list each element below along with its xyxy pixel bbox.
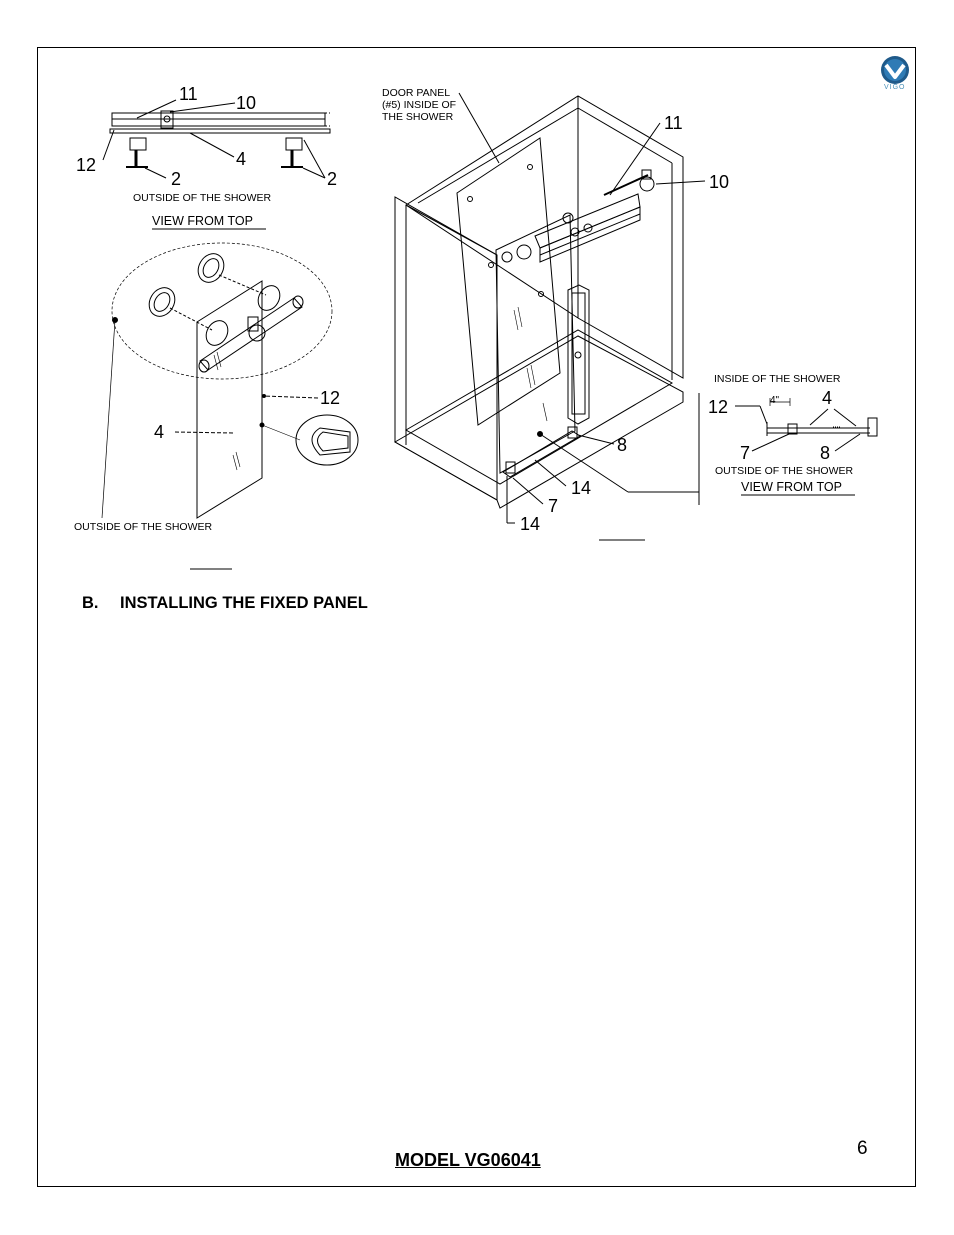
section-letter: B. (82, 594, 99, 612)
top-view-left-drawing (102, 99, 331, 230)
inside-of-shower-label: INSIDE OF THE SHOWER (714, 373, 841, 385)
outside-of-shower-label: OUTSIDE OF THE SHOWER (74, 521, 213, 533)
callout-12: 12 (76, 155, 97, 175)
callout-14: 14 (571, 478, 592, 498)
page-border (37, 47, 916, 1187)
callout-7: 7 (548, 496, 559, 516)
detail-view-drawing (101, 242, 359, 570)
callout-8: 8 (617, 435, 628, 455)
callout-10: 10 (709, 172, 730, 192)
callout-4: 4 (822, 388, 833, 408)
callout-12: 12 (320, 388, 341, 408)
callout-7: 7 (740, 443, 751, 463)
model-number: MODEL VG06041 (395, 1150, 541, 1170)
door-panel-note-line1: DOOR PANEL (382, 87, 451, 99)
callout-11: 11 (179, 84, 198, 104)
callout-12: 12 (708, 397, 729, 417)
section-heading: B. INSTALLING THE FIXED PANEL (82, 594, 368, 613)
callout-4: 4 (154, 422, 165, 442)
view-from-top-caption: VIEW FROM TOP (152, 214, 253, 228)
dimension-4-inch: 4" (770, 395, 780, 406)
callout-14: 14 (520, 514, 541, 534)
callout-2: 2 (171, 169, 182, 189)
section-title: INSTALLING THE FIXED PANEL (120, 594, 368, 612)
view-from-top-caption: VIEW FROM TOP (741, 480, 842, 494)
logo-text: VIGO (884, 84, 906, 91)
callout-2: 2 (327, 169, 338, 189)
callout-4: 4 (236, 149, 247, 169)
callout-11: 11 (664, 113, 683, 133)
outside-of-shower-label: OUTSIDE OF THE SHOWER (715, 465, 854, 477)
callout-10: 10 (236, 93, 257, 113)
callout-8: 8 (820, 443, 831, 463)
door-panel-note-line2: (#5) INSIDE OF (382, 99, 457, 111)
outside-of-shower-label: OUTSIDE OF THE SHOWER (133, 192, 272, 204)
vigo-logo-icon (881, 56, 909, 84)
isometric-view-drawing (393, 92, 706, 541)
top-view-right-drawing (735, 398, 878, 496)
page-number: 6 (857, 1138, 868, 1159)
door-panel-note-line3: THE SHOWER (382, 111, 454, 123)
